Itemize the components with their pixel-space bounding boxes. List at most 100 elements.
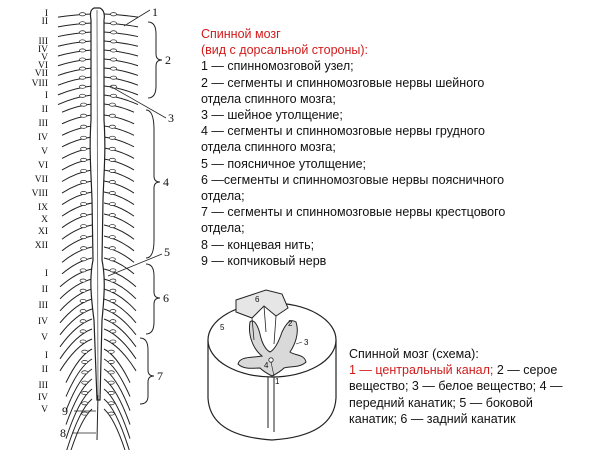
segment-numeral: I — [45, 351, 48, 361]
spinal-nerve — [61, 224, 93, 240]
spinal-ganglion — [79, 48, 86, 53]
segment-numeral: II — [42, 17, 48, 27]
caption-legend-item: 8 — концевая нить; — [201, 237, 315, 252]
segment-numeral: V — [41, 405, 48, 415]
spinal-nerve — [103, 67, 139, 76]
spinal-nerve — [103, 257, 135, 275]
caption-legend-item: отдела; — [201, 221, 245, 236]
spinal-nerve — [103, 136, 135, 148]
spinal-ganglion — [107, 370, 115, 375]
spinal-ganglion — [109, 180, 116, 184]
spinal-ganglion — [109, 213, 116, 218]
leader-s3 — [295, 341, 303, 345]
spinal-ganglion — [107, 380, 115, 385]
spinal-ganglion — [109, 298, 117, 303]
spinal-nerve — [57, 13, 93, 18]
spinal-nerve — [59, 298, 93, 324]
spinal-nerve — [61, 235, 93, 252]
spinal-ganglion — [109, 157, 116, 162]
spinal-nerve — [65, 378, 93, 425]
spinal-ganglion — [80, 246, 87, 251]
section-caption-continued: 2 — серое — [493, 363, 558, 378]
segment-numeral: I — [45, 9, 48, 19]
spinal-nerve — [103, 40, 139, 47]
spinal-nerve — [61, 103, 93, 113]
spinal-ganglion — [79, 84, 86, 89]
spinal-ganglion — [79, 12, 86, 17]
spinal-nerve — [103, 318, 137, 348]
spinal-ganglion — [109, 202, 116, 207]
spinal-nerve — [103, 103, 135, 113]
spinal-nerve — [61, 246, 93, 263]
segment-numeral: II — [42, 365, 48, 375]
spinal-ganglion — [80, 213, 87, 218]
spinal-nerve — [103, 328, 137, 360]
spinal-nerve — [103, 308, 137, 336]
label-3: 3 — [168, 111, 174, 125]
spinal-ganglion — [109, 224, 116, 229]
spinal-ganglion — [81, 401, 89, 406]
spinal-ganglion — [109, 257, 116, 262]
caption-legend-item: 6 —сегменты и спинномозговые нервы поясн… — [201, 172, 505, 187]
spinal-ganglion — [109, 246, 116, 251]
spinal-ganglion — [109, 146, 116, 151]
spinal-ganglion — [79, 66, 86, 71]
spinal-ganglion — [109, 339, 117, 344]
spinal-ganglion — [109, 168, 116, 173]
spinal-ganglion — [110, 66, 117, 71]
spinal-nerve — [57, 49, 93, 57]
segment-numeral: I — [45, 91, 48, 101]
spinal-ganglion — [79, 93, 86, 98]
caption-legend-item: 4 — сегменты и спинномозговые нервы груд… — [201, 124, 485, 139]
spinal-nerve — [103, 408, 126, 450]
spinal-ganglion — [109, 319, 117, 324]
segment-numeral: III — [39, 381, 49, 391]
spinal-nerve — [70, 408, 93, 450]
segment-numeral: IV — [38, 393, 48, 403]
spinal-ganglion — [109, 113, 116, 118]
caption-legend-item: отдела спинного мозга; — [201, 140, 336, 155]
spinal-nerve — [103, 76, 139, 86]
brace-7 — [139, 337, 155, 405]
section-label-4: 4 — [264, 361, 269, 370]
spinal-ganglion — [110, 12, 117, 17]
spinal-ganglion — [109, 278, 117, 283]
label-9: 9 — [62, 404, 68, 418]
spinal-ganglion — [79, 268, 87, 273]
spinal-nerve — [65, 388, 93, 439]
segment-numeral: VII — [35, 175, 48, 185]
spinal-ganglion — [81, 360, 89, 364]
caption-legend-item: 7 — сегменты и спинномозговые нервы крес… — [201, 205, 506, 220]
caption-legend-item: 3 — шейное утолщение; — [201, 108, 343, 123]
spinal-ganglion — [80, 146, 87, 151]
spinal-nerve — [103, 288, 137, 312]
spinal-nerve — [103, 180, 135, 194]
spinal-nerve — [103, 278, 137, 300]
spinal-ganglion — [109, 309, 117, 314]
spinal-ganglion — [80, 224, 87, 229]
leader-3 — [109, 85, 167, 119]
spinal-nerve — [103, 114, 135, 125]
spinal-nerve — [61, 125, 93, 136]
spinal-nerve — [61, 202, 93, 217]
caption-title: Спинной мозг — [201, 27, 281, 41]
spinal-nerve — [103, 31, 139, 38]
spinal-ganglion — [110, 39, 117, 44]
section-legend-item: вещество; 3 — белое вещество; 4 — — [349, 379, 563, 394]
section-caption-first-line: 1 — центральный канал; 2 — серое — [349, 362, 589, 378]
section-legend-list: вещество; 3 — белое вещество; 4 —передни… — [349, 378, 589, 427]
segment-numeral: III — [39, 301, 49, 311]
segment-numeral: III — [39, 37, 49, 47]
spinal-nerve — [103, 398, 130, 450]
spinal-nerve — [61, 169, 93, 182]
label-6: 6 — [163, 291, 169, 305]
segment-numeral: I — [45, 269, 48, 279]
brace-2 — [147, 21, 163, 99]
label-1: 1 — [152, 5, 158, 19]
spinal-nerve — [65, 348, 93, 383]
posterior-funiculus-cut — [251, 305, 277, 345]
spinal-nerve — [57, 58, 93, 67]
spinal-nerve — [103, 368, 131, 411]
spinal-nerve — [61, 158, 93, 171]
